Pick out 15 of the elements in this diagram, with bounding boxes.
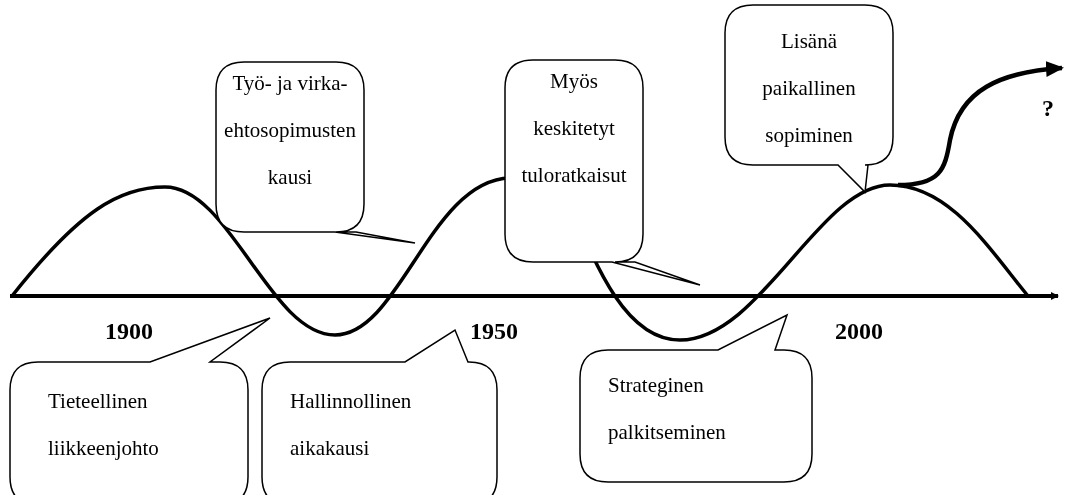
year-label: 1950 bbox=[470, 318, 518, 345]
bubble-text: Hallinnollinen aikakausi bbox=[290, 388, 413, 462]
question-mark: ? bbox=[1042, 95, 1054, 122]
bubble-text: Työ- ja virka-ehtosopimusten kausi bbox=[223, 70, 357, 191]
bubble-text: Strateginen palkitseminen bbox=[608, 372, 727, 446]
speech-bubble bbox=[502, 57, 703, 288]
speech-bubble bbox=[722, 2, 896, 195]
bubble-text: Lisänä paikallinen sopiminen bbox=[761, 28, 857, 149]
bubble-text: Myös keskitetyt tuloratkaisut bbox=[520, 68, 628, 189]
speech-bubble bbox=[577, 312, 815, 485]
speech-bubble bbox=[213, 59, 418, 246]
bubble-text: Tieteellinen liikkeenjohto bbox=[48, 388, 160, 462]
speech-bubble bbox=[7, 315, 273, 495]
year-label: 2000 bbox=[835, 318, 883, 345]
year-label: 1900 bbox=[105, 318, 153, 345]
